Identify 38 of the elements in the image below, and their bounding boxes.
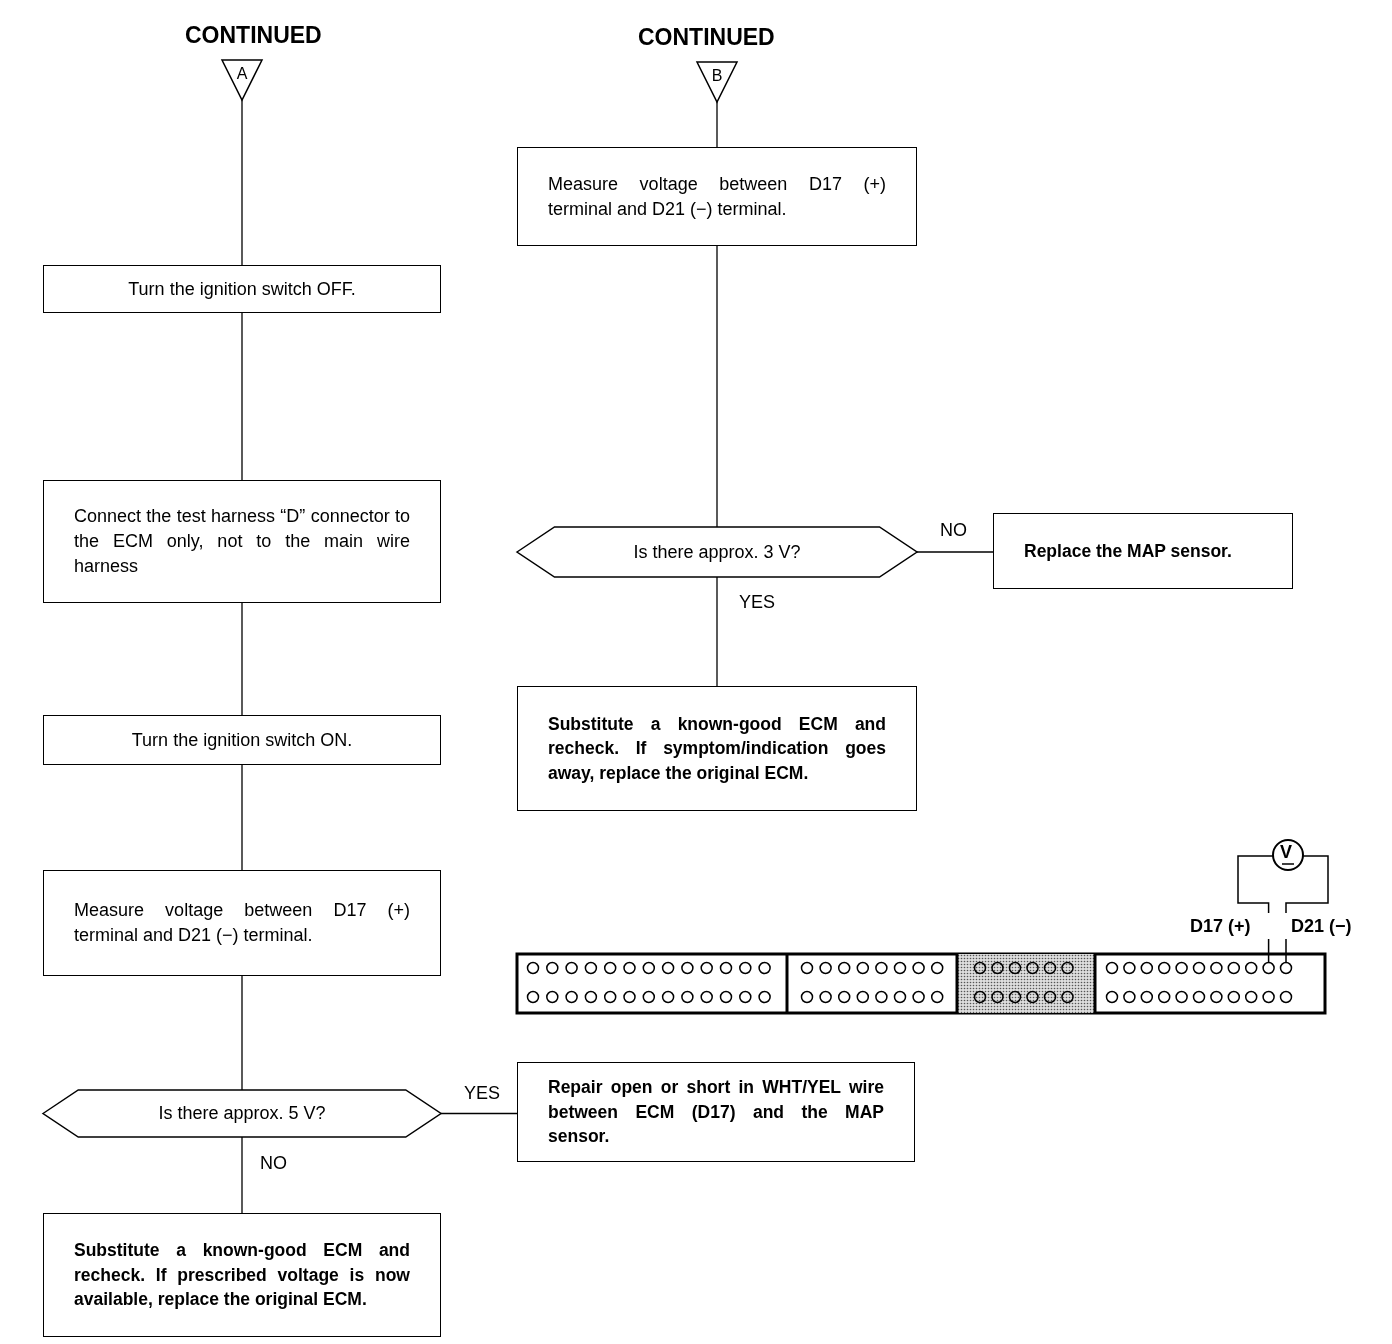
step-text: Turn the ignition switch ON. xyxy=(130,728,354,752)
process-box xyxy=(43,715,441,765)
process-box xyxy=(43,870,441,976)
continued-heading: CONTINUED xyxy=(638,24,775,51)
process-box xyxy=(43,265,441,313)
meter-letter: V xyxy=(1280,842,1292,862)
step-text: Replace the MAP sensor. xyxy=(1024,539,1233,563)
connector-letter: A xyxy=(235,65,249,83)
step-text: Repair open or short in WHT/YEL wire between ECM (D17) and the MAP sensor. xyxy=(548,1076,884,1149)
step-text: Turn the ignition switch OFF. xyxy=(127,277,357,301)
connector-line xyxy=(241,602,243,716)
connector-line xyxy=(916,551,994,553)
connector-line xyxy=(241,1136,243,1214)
terminal-label: D17 (+) xyxy=(1190,916,1251,936)
connector-line xyxy=(716,245,718,528)
process-box xyxy=(43,1213,441,1337)
step-text: Is there approx. 3 V? xyxy=(633,541,801,563)
step-text: Measure voltage between D17 (+) terminal and D21 (−) terminal. xyxy=(74,899,410,947)
process-box xyxy=(43,480,441,603)
process-box xyxy=(517,147,917,246)
process-box xyxy=(993,513,1293,589)
connector-line xyxy=(716,101,718,148)
connector-line xyxy=(440,1112,518,1115)
step-text: Connect the test harness “D” connector to the ECM only, not to the main wire harness xyxy=(74,505,410,578)
continued-heading: CONTINUED xyxy=(185,22,322,49)
step-text: Is there approx. 5 V? xyxy=(158,1103,326,1124)
connector-line xyxy=(241,312,243,481)
terminal-label: D21 (−) xyxy=(1291,916,1352,936)
process-box xyxy=(517,686,917,811)
connector-line xyxy=(241,99,243,266)
step-text: Substitute a known-good ECM and recheck. If symptom/indication goes away, replace the original ECM. xyxy=(548,712,886,785)
step-text: Substitute a known-good ECM and recheck. If prescribed voltage is now available, replace the original ECM. xyxy=(74,1239,410,1312)
connector-letter: B xyxy=(710,67,724,85)
step-text: Measure voltage between D17 (+) terminal and D21 (−) terminal. xyxy=(548,172,886,221)
connector-line xyxy=(241,764,243,871)
connector-line xyxy=(716,576,718,687)
process-box xyxy=(517,1062,915,1162)
connector-line xyxy=(241,975,243,1091)
